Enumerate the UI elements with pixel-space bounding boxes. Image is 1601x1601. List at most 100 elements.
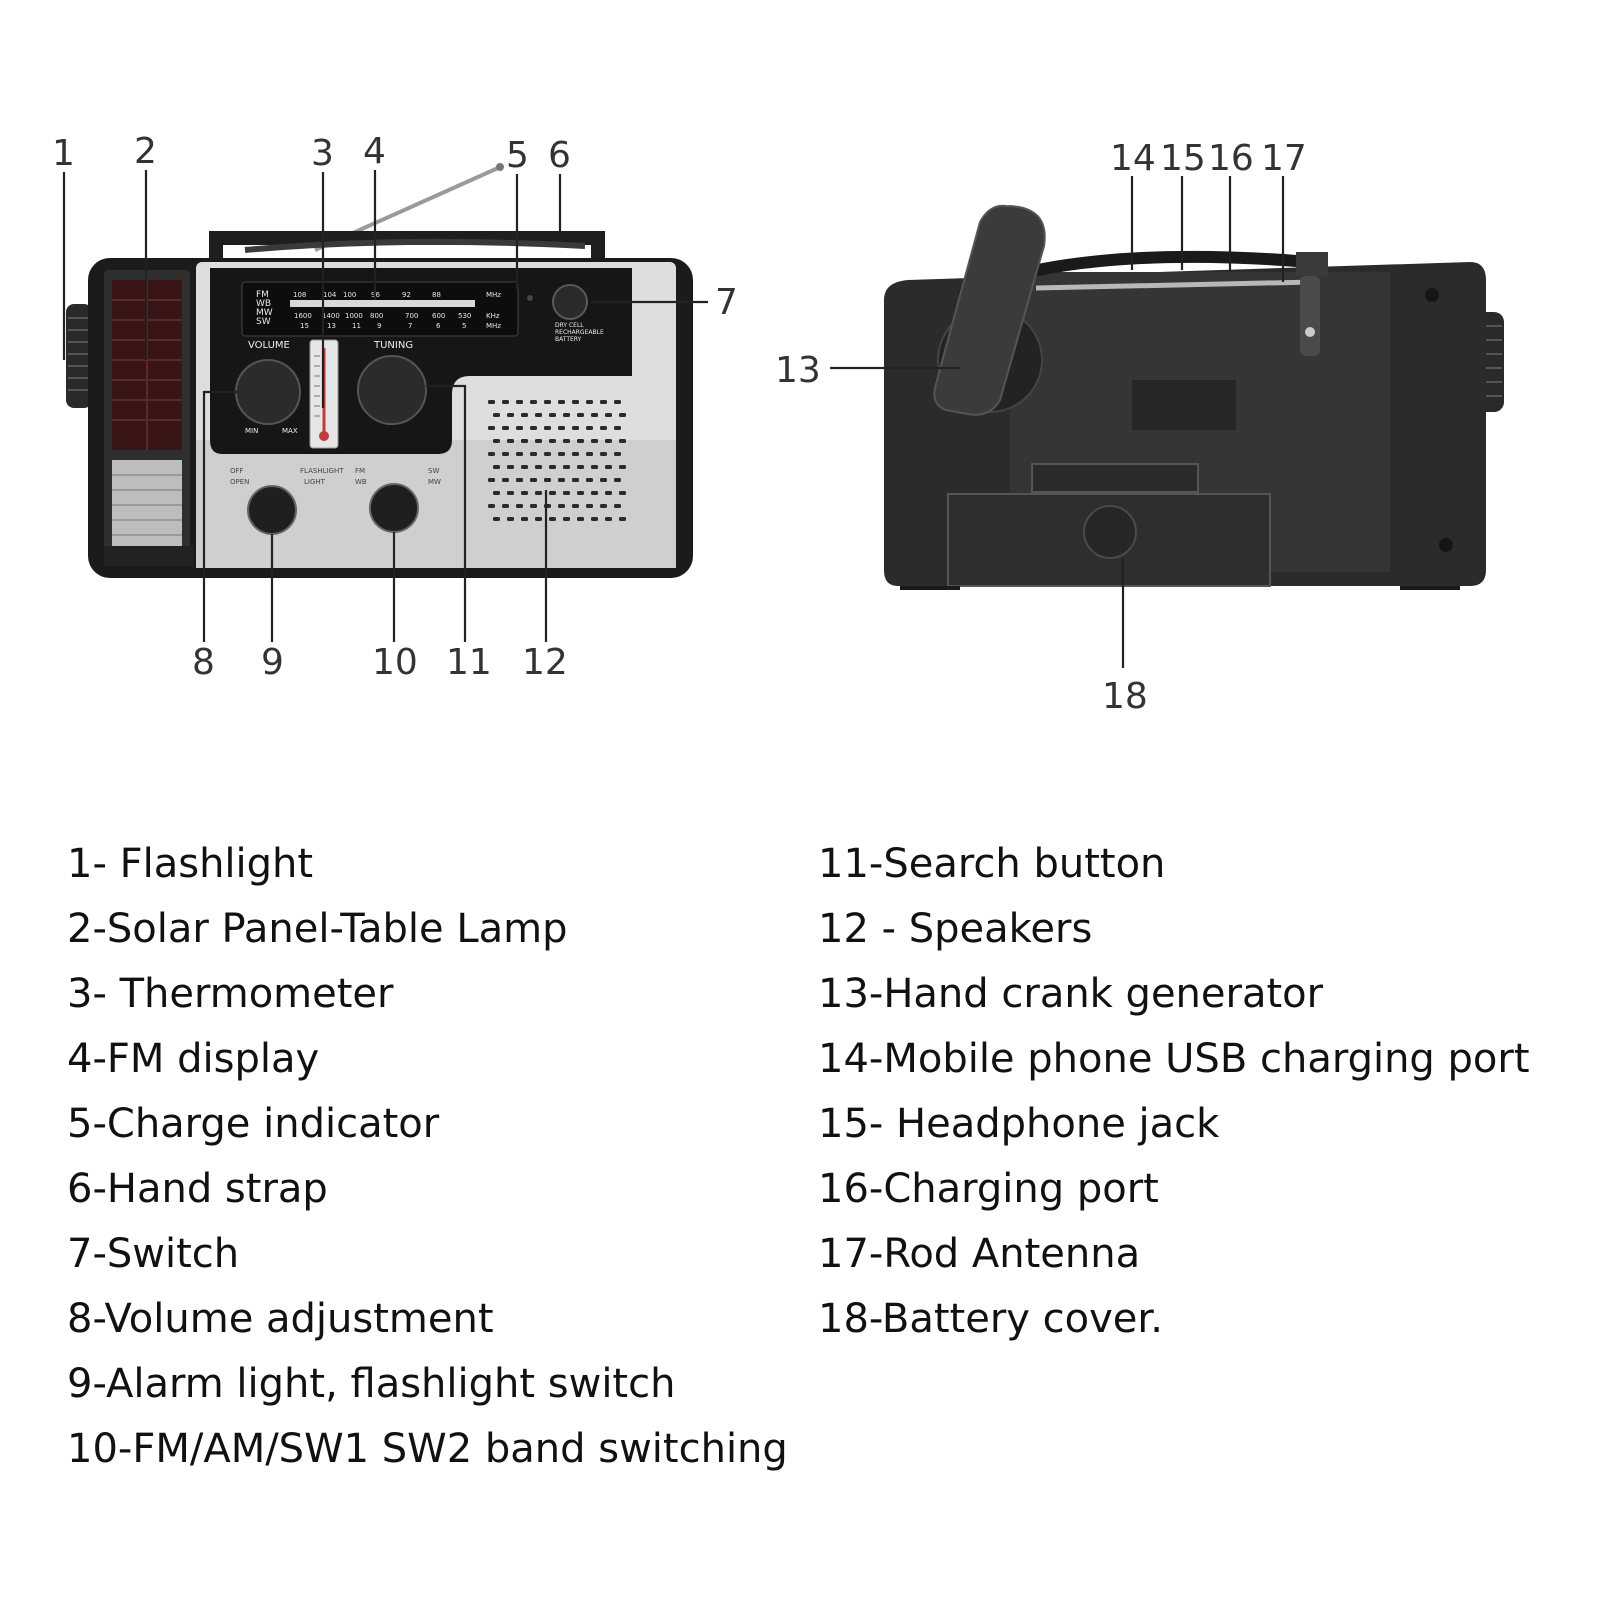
speaker-hole: [563, 413, 570, 417]
speaker-hole: [493, 465, 500, 469]
sw-scale-7: 5: [462, 322, 466, 330]
speaker-hole: [558, 452, 565, 456]
speaker-hole: [586, 400, 593, 404]
legend-item-8: 8-Volume adjustment: [67, 1296, 494, 1342]
speaker-hole: [502, 452, 509, 456]
tuning-knob: [357, 355, 427, 425]
battery-label-1: DRY CELL: [555, 322, 584, 329]
callout-8: 8: [192, 642, 215, 683]
band-switch-knob: [369, 483, 419, 533]
legend-item-14: 14-Mobile phone USB charging port: [818, 1036, 1530, 1082]
legend-item-10: 10-FM/AM/SW1 SW2 band switching: [67, 1426, 788, 1472]
leader-11: [426, 384, 467, 642]
charge-indicator: [527, 295, 533, 301]
speaker-hole: [535, 439, 542, 443]
speaker-hole: [558, 504, 565, 508]
speaker-hole: [549, 465, 556, 469]
speaker-hole: [493, 439, 500, 443]
speaker-hole: [488, 452, 495, 456]
callout-7: 7: [715, 282, 738, 323]
mw-scale-1: 1600: [294, 312, 312, 320]
unit-mhz-fm: MHz: [486, 291, 501, 299]
speaker-hole: [586, 426, 593, 430]
speaker-hole: [544, 452, 551, 456]
power-switch: [552, 284, 588, 320]
callout-10: 10: [372, 642, 418, 683]
speaker-hole: [614, 452, 621, 456]
back-view-radio: [884, 204, 1504, 590]
antenna-tip: [496, 163, 504, 171]
legend-item-13: 13-Hand crank generator: [818, 971, 1324, 1017]
speaker-hole: [605, 465, 612, 469]
band-label-sw: SW: [428, 467, 439, 475]
speaker-hole: [493, 517, 500, 521]
back-strap: [1026, 250, 1311, 278]
speaker-hole: [577, 413, 584, 417]
speaker-hole: [614, 426, 621, 430]
speaker-hole: [507, 465, 514, 469]
speaker-hole: [577, 465, 584, 469]
legend-item-4: 4-FM display: [67, 1036, 320, 1082]
speaker-hole: [544, 478, 551, 482]
screw-top: [1425, 288, 1439, 302]
front-view-radio: FM WB MW SW 108 104 100 96 92 88 1600 14…: [66, 163, 693, 578]
antenna-swivel: [1300, 276, 1320, 356]
speaker-hole: [488, 400, 495, 404]
speaker-hole: [563, 465, 570, 469]
band-label-wb: WB: [355, 478, 367, 486]
callout-1: 1: [52, 133, 75, 174]
speaker-hole: [591, 491, 598, 495]
legend-item-5: 5-Charge indicator: [67, 1101, 440, 1147]
volume-max-label: MAX: [282, 427, 298, 435]
speaker-hole: [488, 426, 495, 430]
speaker-hole: [502, 426, 509, 430]
sw-scale-2: 13: [327, 322, 336, 330]
speaker-hole: [493, 413, 500, 417]
dial-band-sw: SW: [256, 317, 271, 327]
speaker-hole: [502, 504, 509, 508]
legend-right-column: 11-Search button 12 - Speakers 13-Hand c…: [818, 832, 1530, 1352]
speaker-hole: [521, 491, 528, 495]
callout-6: 6: [548, 135, 571, 176]
dial-band-wb: WB: [256, 299, 271, 309]
speaker-hole: [577, 439, 584, 443]
battery-cover-screw: [1083, 505, 1137, 559]
speaker-hole: [507, 491, 514, 495]
back-callouts: 13 14 15 16 17 18: [775, 138, 1307, 717]
speaker-hole: [572, 400, 579, 404]
mw-scale-2: 1400: [322, 312, 340, 320]
speaker-hole: [605, 491, 612, 495]
fm-scale-3: 100: [343, 291, 356, 299]
battery-label-2: RECHARGEABLE: [555, 329, 604, 336]
legend-item-1: 1- Flashlight: [67, 841, 314, 887]
speaker-hole: [535, 517, 542, 521]
unit-khz: KHz: [486, 312, 500, 320]
mw-scale-7: 530: [458, 312, 471, 320]
speaker-hole: [605, 413, 612, 417]
band-label-mw: MW: [428, 478, 441, 486]
callout-5: 5: [506, 135, 529, 176]
speaker-hole: [572, 452, 579, 456]
tuning-pointer-track: [290, 300, 475, 307]
callout-12: 12: [522, 642, 568, 683]
legend-item-3: 3- Thermometer: [67, 971, 394, 1017]
speaker-hole: [591, 439, 598, 443]
speaker-hole: [544, 426, 551, 430]
tuning-label: TUNING: [373, 340, 413, 351]
callout-14: 14: [1110, 138, 1156, 179]
speaker-hole: [549, 491, 556, 495]
callout-4: 4: [363, 131, 386, 172]
sw-scale-3: 11: [352, 322, 361, 330]
strap-cord: [244, 238, 586, 253]
mw-scale-4: 800: [370, 312, 383, 320]
speaker-hole: [516, 426, 523, 430]
speaker-hole: [558, 478, 565, 482]
speaker-hole: [521, 439, 528, 443]
sw-scale-1: 15: [300, 322, 309, 330]
mw-scale-3: 1000: [345, 312, 363, 320]
fm-scale-2: 104: [323, 291, 337, 299]
speaker-hole: [619, 465, 626, 469]
speaker-hole: [516, 400, 523, 404]
callout-17: 17: [1261, 138, 1307, 179]
speaker-hole: [563, 517, 570, 521]
